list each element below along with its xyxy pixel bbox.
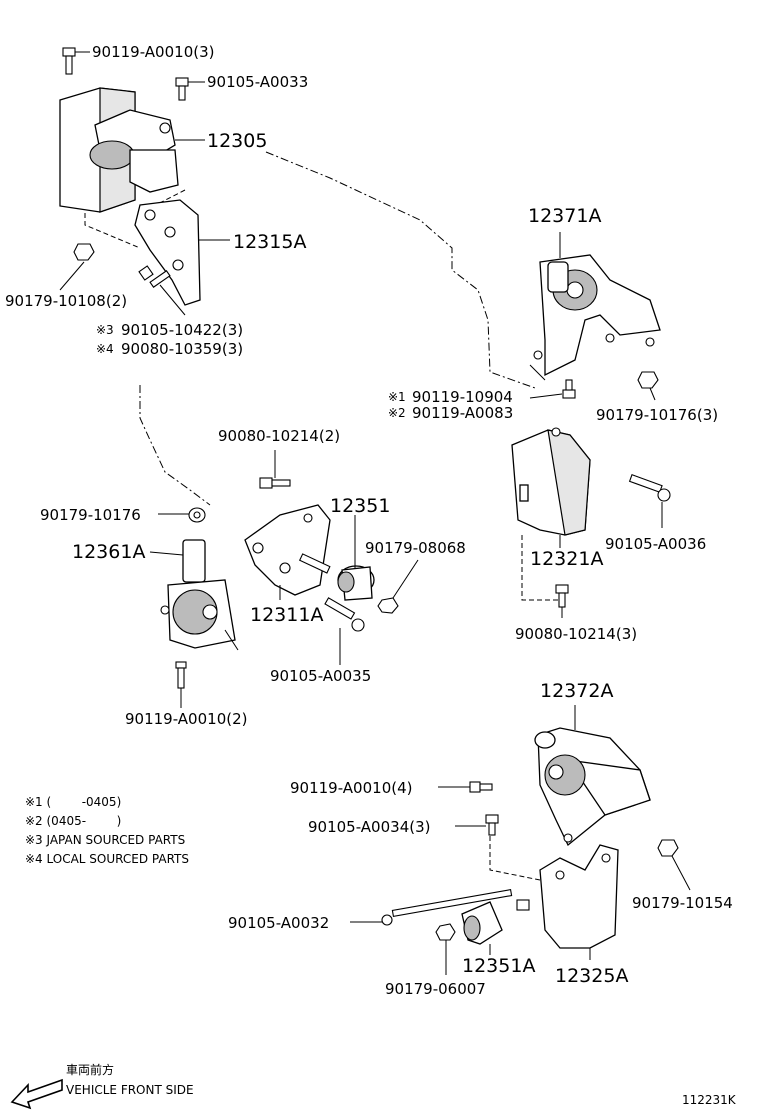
label-90179-08068: 90179-08068 — [365, 539, 466, 557]
part-12325A — [539, 844, 619, 949]
label-12371A: 12371A — [528, 205, 601, 227]
label-12315A: 12315A — [233, 231, 306, 253]
nut-90179-10176-3 — [637, 371, 659, 389]
bolt-90105-A0034 — [485, 814, 499, 836]
label-90105-10422: 90105-10422(3) — [121, 321, 243, 339]
label-90080-10214-3: 90080-10214(3) — [515, 625, 637, 643]
part-12372A — [534, 727, 651, 847]
label-90080-10214-2: 90080-10214(2) — [218, 427, 340, 445]
nut-90179-08068 — [377, 597, 399, 614]
label-90119-A0010-3: 90119-A0010(3) — [92, 43, 214, 61]
bolt-12311A-stud — [298, 553, 331, 574]
part-12351 — [337, 565, 375, 601]
label-12325A: 12325A — [555, 965, 628, 987]
label-90105-A0033: 90105-A0033 — [207, 73, 308, 91]
bolt-90119-10904 — [562, 379, 576, 399]
footnotes: ※1 ( -0405) ※2 (0405- ) ※3 JAPAN SOURCED… — [25, 795, 189, 866]
vehicle-front-indicator: 車両前方 VEHICLE FRONT SIDE — [10, 1062, 194, 1110]
bolt-90105-A0036 — [628, 474, 671, 502]
label-12305: 12305 — [207, 130, 267, 152]
part-12305 — [59, 87, 179, 213]
bolt-90080-10214-3 — [555, 584, 569, 608]
mark-1: ※1 — [388, 390, 406, 404]
bolt-90119-A0010-2 — [175, 661, 187, 689]
label-90179-10154: 90179-10154 — [632, 894, 733, 912]
label-90105-A0032: 90105-A0032 — [228, 914, 329, 932]
bolt-90105-10422 — [138, 265, 171, 288]
part-12371A — [529, 254, 661, 381]
note-3: ※3 JAPAN SOURCED PARTS — [25, 833, 185, 847]
bolt-90105-A0035 — [324, 597, 365, 632]
nut-90179-10108 — [73, 243, 95, 261]
connection-line — [521, 535, 560, 601]
label-12361A: 12361A — [72, 541, 145, 563]
bolt-90105-A0032 — [381, 888, 513, 926]
label-12372A: 12372A — [540, 680, 613, 702]
label-90105-A0034: 90105-A0034(3) — [308, 818, 430, 836]
label-90080-10359: 90080-10359(3) — [121, 340, 243, 358]
part-labels: 90119-A0010(3) 90105-A0033 12305 12315A … — [5, 43, 733, 998]
label-90119-A0083: 90119-A0083 — [412, 404, 513, 422]
label-90119-A0010-4: 90119-A0010(4) — [290, 779, 412, 797]
label-12351: 12351 — [330, 495, 390, 517]
label-90179-10176-3: 90179-10176(3) — [596, 406, 718, 424]
label-90105-A0035: 90105-A0035 — [270, 667, 371, 685]
nut-90179-10176 — [188, 507, 206, 523]
part-12351A — [461, 899, 530, 945]
part-12315A — [134, 199, 201, 306]
connection-line — [139, 385, 211, 506]
connection-line — [489, 836, 541, 881]
label-12351A: 12351A — [462, 955, 535, 977]
direction-japanese: 車両前方 — [66, 1062, 114, 1077]
label-90179-10176: 90179-10176 — [40, 506, 141, 524]
mark-3: ※3 — [96, 323, 114, 337]
mark-4: ※4 — [96, 342, 114, 356]
connection-line — [84, 205, 141, 249]
note-1: ※1 ( -0405) — [25, 795, 121, 809]
note-4: ※4 LOCAL SOURCED PARTS — [25, 852, 189, 866]
bolt-90119-A0010-4 — [469, 781, 493, 793]
label-90179-06007: 90179-06007 — [385, 980, 486, 998]
label-90105-A0036: 90105-A0036 — [605, 535, 706, 553]
bolt-90105-A0033 — [175, 77, 189, 101]
label-12311A: 12311A — [250, 604, 323, 626]
label-12321A: 12321A — [530, 548, 603, 570]
label-90179-10108: 90179-10108(2) — [5, 292, 127, 310]
direction-english: VEHICLE FRONT SIDE — [66, 1083, 194, 1097]
bolt-90080-10214-2 — [259, 477, 291, 489]
mark-2: ※2 — [388, 406, 406, 420]
label-90119-10904: 90119-10904 — [412, 388, 513, 406]
part-12361A — [160, 539, 239, 651]
front-arrow-icon — [10, 1078, 63, 1110]
bolt-90119-A0010 — [62, 47, 76, 75]
part-12321A — [511, 427, 591, 536]
nut-90179-06007 — [435, 923, 456, 941]
label-90119-A0010-2: 90119-A0010(2) — [125, 710, 247, 728]
figure-id: 112231K — [682, 1093, 737, 1107]
nut-90179-10154 — [657, 839, 679, 857]
connection-line — [265, 151, 536, 389]
note-2: ※2 (0405- ) — [25, 814, 121, 828]
part-12311A — [244, 504, 331, 596]
